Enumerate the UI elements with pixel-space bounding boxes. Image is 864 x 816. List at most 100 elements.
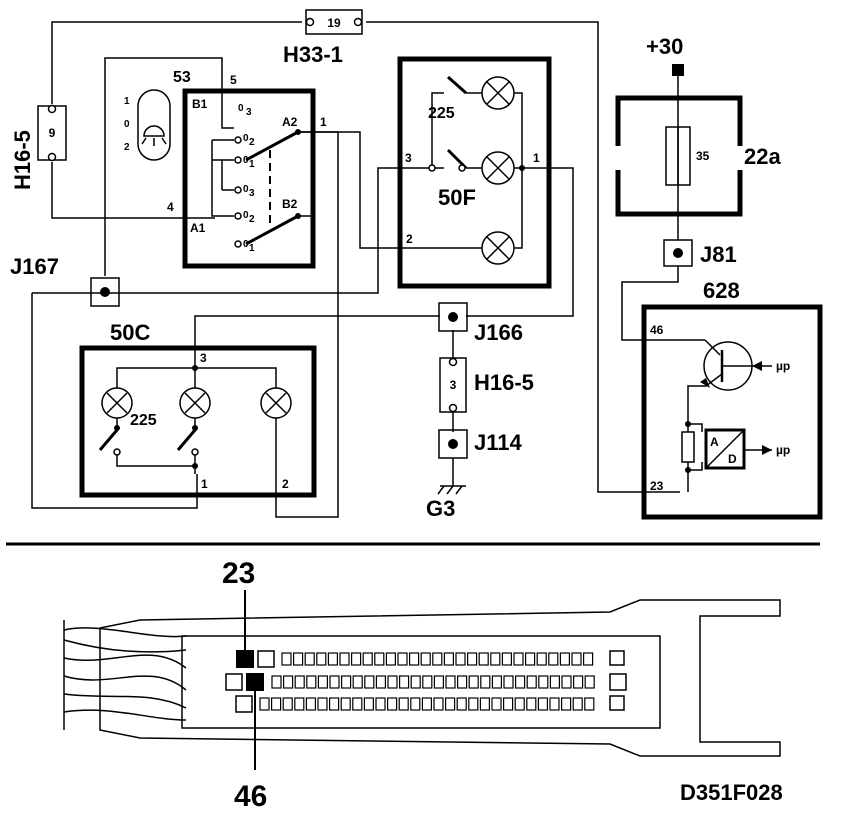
svg-text:µp: µp	[776, 359, 790, 373]
svg-text:3: 3	[405, 151, 412, 165]
fuse-22a: +30 35 22a	[615, 34, 781, 217]
connector-pin	[398, 697, 409, 711]
connector-pin	[478, 652, 489, 666]
module-628: 628 46 23 µp A D µp	[641, 278, 823, 520]
connector-pin	[340, 697, 351, 711]
connector-pin	[422, 675, 433, 689]
module-628-label: 628	[703, 278, 740, 303]
svg-text:G3: G3	[426, 496, 455, 521]
connector-pin	[421, 697, 432, 711]
svg-text:23: 23	[650, 479, 664, 493]
pin-23-label: 23	[222, 557, 255, 590]
connector-pin	[524, 652, 536, 666]
svg-text:1: 1	[533, 151, 540, 165]
connector-pin	[455, 652, 466, 666]
connector-pin	[351, 652, 362, 666]
connector-h16-5-top: 9 H16-5	[10, 104, 67, 190]
connector-pin	[327, 652, 338, 666]
lamp-unit-50c: 50C 3 225 1 2	[79, 320, 317, 498]
connector-pin	[387, 675, 398, 689]
svg-text:3: 3	[200, 351, 207, 365]
svg-text:1: 1	[249, 159, 255, 170]
connector-pin	[387, 697, 398, 711]
connector-pin	[432, 652, 443, 666]
connector-pin	[352, 697, 363, 711]
connector-pin	[306, 675, 317, 689]
connector-pin	[491, 697, 502, 711]
svg-text:1: 1	[124, 96, 130, 107]
svg-text:0: 0	[238, 103, 244, 114]
connector-pin	[317, 697, 328, 711]
svg-text:225: 225	[130, 412, 157, 429]
pin-46-label: 46	[234, 780, 267, 813]
svg-text:225: 225	[428, 105, 455, 122]
connector-pin	[572, 697, 583, 711]
connector-pin	[467, 652, 478, 666]
connector-pin	[339, 652, 350, 666]
svg-text:2: 2	[406, 232, 413, 246]
connector-pin	[363, 697, 374, 711]
connector-pin	[410, 697, 421, 711]
connector-pin	[329, 675, 340, 689]
plus30-label: +30	[646, 34, 683, 59]
connector-pin	[526, 675, 537, 689]
connector-h33-1: 19 H33-1	[283, 9, 363, 67]
connector-pin	[536, 652, 547, 666]
connector-pin	[341, 675, 352, 689]
svg-text:µp: µp	[776, 443, 790, 457]
connector-pin	[560, 697, 572, 711]
connector-pin	[375, 697, 386, 711]
junction-j167: J167	[10, 254, 120, 307]
svg-text:1: 1	[249, 243, 255, 254]
connector-pin	[375, 675, 386, 689]
svg-text:46: 46	[650, 323, 664, 337]
connector-pin	[479, 697, 490, 711]
connector-pin	[374, 652, 385, 666]
svg-text:A1: A1	[190, 221, 206, 235]
svg-text:1: 1	[201, 477, 208, 491]
connector-pin	[503, 697, 514, 711]
svg-text:B1: B1	[192, 97, 208, 111]
connector-pin	[364, 675, 375, 689]
connector-pin-grid	[259, 652, 595, 711]
connector-pin	[514, 675, 526, 689]
h16-5-top-pin: 9	[49, 126, 56, 140]
connector-pin	[514, 697, 525, 711]
svg-text:0: 0	[124, 119, 130, 130]
svg-text:3: 3	[450, 378, 457, 392]
connector-pin	[271, 697, 282, 711]
svg-text:2: 2	[282, 477, 289, 491]
connector-pin	[456, 697, 467, 711]
connector-pin	[433, 675, 444, 689]
switch-53-label: 53	[173, 69, 191, 86]
connector-pin	[329, 697, 340, 711]
connector-pin	[443, 652, 454, 666]
svg-text:J81: J81	[700, 242, 737, 267]
connector-pin	[281, 652, 292, 666]
connector-pin	[490, 652, 501, 666]
svg-text:J167: J167	[10, 254, 59, 279]
connector-pin	[352, 675, 363, 689]
connector-pin	[385, 652, 396, 666]
ecu-connector: 23 46	[63, 557, 781, 813]
connector-pin	[304, 652, 315, 666]
svg-text:2: 2	[249, 214, 255, 225]
svg-text:3: 3	[246, 107, 252, 118]
svg-text:J114: J114	[474, 430, 522, 455]
connector-pin	[582, 652, 594, 666]
svg-text:0: 0	[243, 155, 249, 166]
connector-pin	[294, 697, 305, 711]
connector-pin	[468, 675, 479, 689]
svg-text:0: 0	[243, 239, 249, 250]
svg-text:2: 2	[124, 142, 130, 153]
connector-pin	[561, 675, 572, 689]
connector-pin	[538, 675, 549, 689]
junction-j114: J114	[438, 429, 522, 459]
lamp-unit-50c-label: 50C	[110, 320, 150, 345]
svg-text:1: 1	[320, 115, 327, 129]
switch-53: 53 5 B1 A1 A2 B2 4 1 0 3 1 0 2 0 2 0 1	[124, 69, 327, 269]
connector-pin	[584, 697, 595, 711]
svg-text:0: 0	[243, 133, 249, 144]
svg-text:4: 4	[167, 200, 174, 214]
svg-text:A: A	[710, 435, 719, 449]
